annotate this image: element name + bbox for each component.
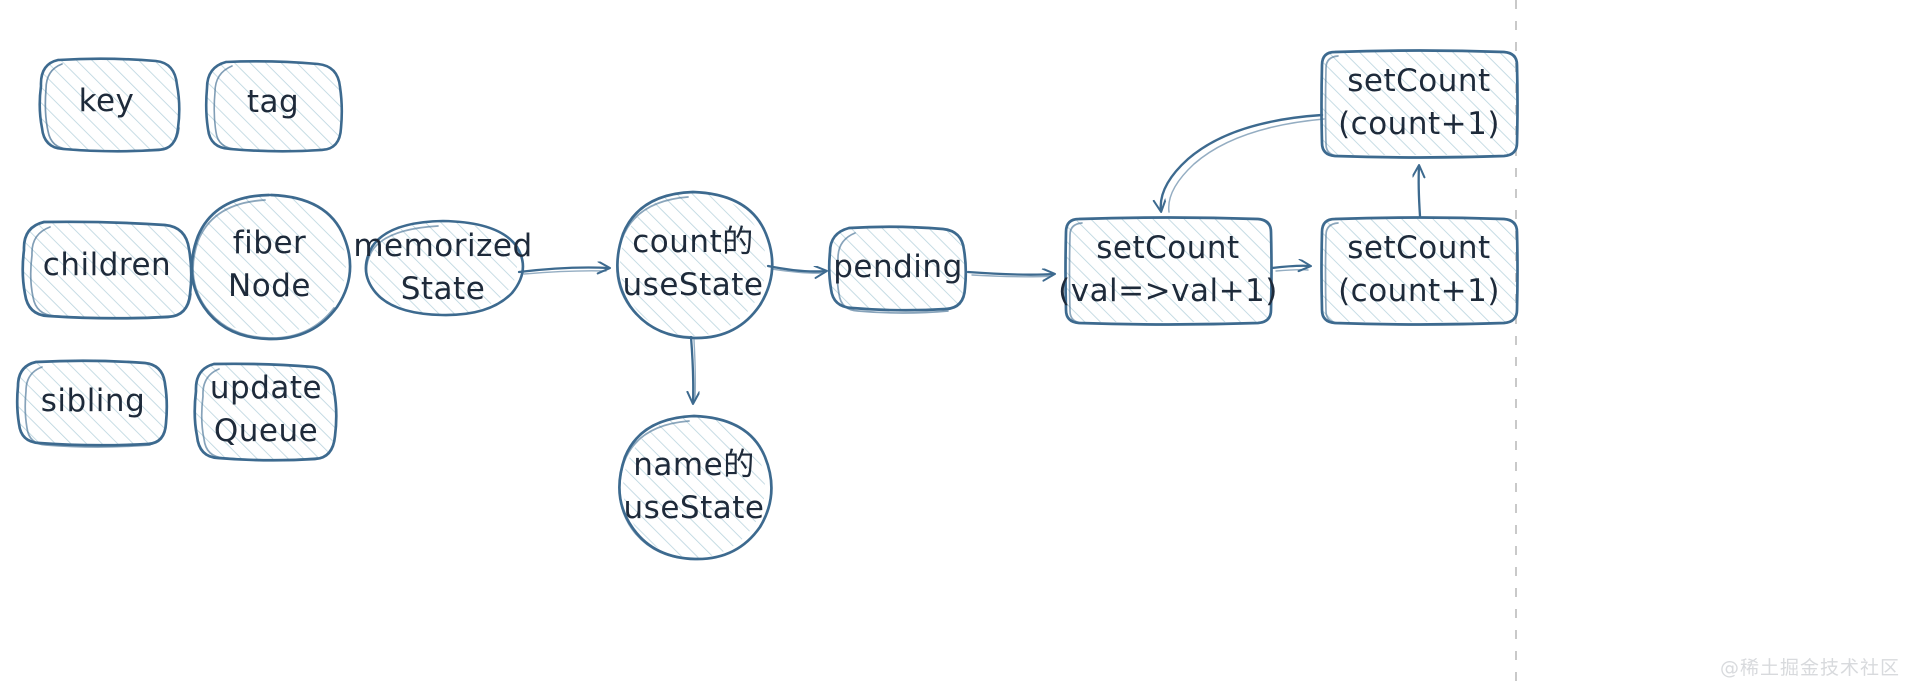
edge-pending-to-setcount [966,272,1054,277]
node-count-usestate[interactable] [616,190,774,340]
node-children[interactable] [21,220,193,320]
edge-memorized-to-count [517,268,609,275]
node-sibling[interactable] [15,359,169,448]
node-fiber-node[interactable] [190,193,352,341]
node-setcount-val[interactable] [1320,216,1519,326]
edge-val-to-top [1419,166,1420,218]
node-tag[interactable] [204,60,344,153]
edge-count-to-pending [766,264,826,273]
node-setcount-top[interactable] [1320,49,1519,159]
node-update-queue[interactable] [193,362,338,462]
edge-count-to-name [691,335,695,403]
node-pending[interactable] [827,225,968,314]
node-memorized-state[interactable] [364,219,525,317]
edge-top-to-setcountfn [1161,113,1325,212]
edge-setcountfn-to-val [1270,266,1310,271]
node-key[interactable] [38,57,181,153]
node-name-usestate[interactable] [618,414,773,561]
node-setcount-fn[interactable] [1064,216,1273,326]
watermark: @稀土掘金技术社区 [1719,657,1900,679]
